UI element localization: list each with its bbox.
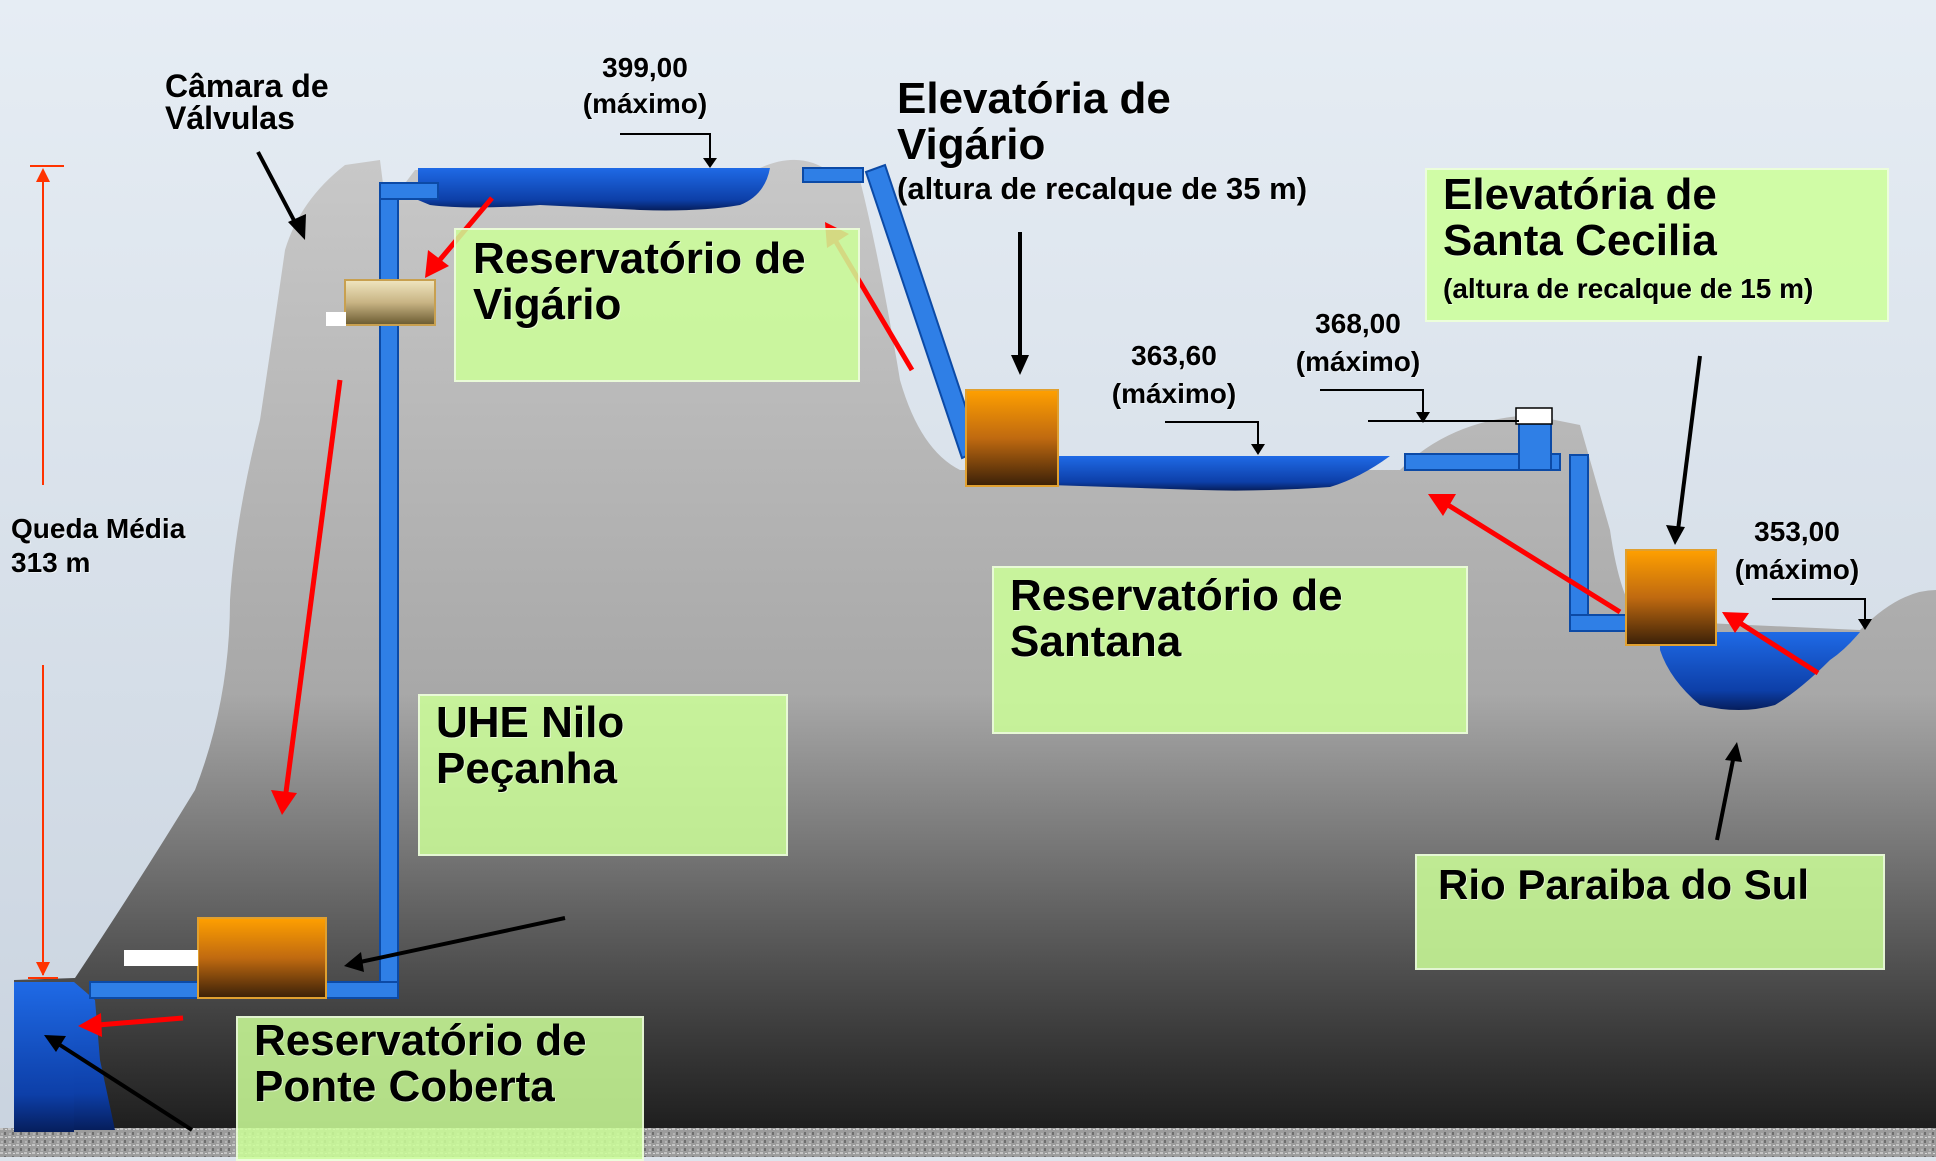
- box-reservatorio-vigario: [454, 228, 860, 382]
- queda-dimension-heads: [36, 168, 50, 976]
- label-camara-valvulas: Câmara de Válvulas: [165, 68, 329, 136]
- level-paraiba-value: 353,00: [1754, 516, 1840, 547]
- ponte-coberta-water-edge: [74, 982, 115, 1130]
- label-elevatoria-santa-cecilia-title: Elevatória de Santa Cecilia: [1443, 170, 1717, 265]
- pipe-tower: [1518, 422, 1552, 471]
- label-uhe-nilo-pecanha: UHE Nilo Peçanha: [436, 698, 625, 793]
- label-queda-value: 313 m: [11, 547, 91, 578]
- level-intermediate-value: 368,00: [1315, 308, 1401, 339]
- pipe-cecilia-vertical: [1569, 454, 1589, 628]
- label-rio-paraiba: Rio Paraiba do Sul: [1438, 861, 1810, 908]
- box-reservatorio-ponte: [236, 1016, 644, 1161]
- station-santa-cecilia: [1625, 549, 1717, 646]
- pointer-arrow-heads: [44, 214, 1742, 1052]
- pointer-arrows: [58, 151, 1735, 1132]
- box-uhe: [418, 694, 788, 856]
- level-intermediate-note: (máximo): [1295, 346, 1421, 377]
- flow-arrow-to-cecilia: [1738, 620, 1820, 676]
- level-marker-heads: [703, 158, 1872, 630]
- paraiba-river-water: [1660, 632, 1860, 710]
- label-elevatoria-vigario-sub: (altura de recalque de 35 m): [897, 171, 1308, 206]
- pipe-vigario-outlet: [802, 167, 864, 183]
- tower-cap: [1515, 407, 1553, 425]
- station-nilo-pecanha: [197, 917, 327, 999]
- ponte-coberta-water: [14, 982, 74, 1132]
- box-rio-paraiba: [1415, 854, 1885, 970]
- label-reservatorio-ponte-coberta: Reservatório de Ponte Coberta: [254, 1016, 587, 1111]
- level-marker-santana: [1165, 421, 1259, 450]
- pointer-ponte: [58, 1043, 194, 1132]
- level-santana-note: (máximo): [1111, 378, 1237, 409]
- flow-arrow-to-santana: [1446, 502, 1622, 615]
- station-nilo-stub: [124, 950, 198, 966]
- vigario-reservoir-water: [418, 168, 770, 211]
- level-marker-paraiba: [1772, 598, 1866, 625]
- level-marker-vigario: [620, 133, 711, 163]
- station-vigario: [965, 389, 1059, 487]
- level-santana-value: 363,60: [1131, 340, 1217, 371]
- level-vigario-note: (máximo): [582, 88, 708, 119]
- label-reservatorio-santana: Reservatório de Santana: [1010, 571, 1343, 666]
- santana-reservoir-water: [1050, 456, 1390, 491]
- pointer-uhe: [359, 916, 566, 964]
- label-elevatoria-santa-cecilia-sub: (altura de recalque de 15 m): [1443, 273, 1814, 304]
- pointer-santa-cecilia: [1676, 355, 1702, 531]
- pipes: [89, 163, 1631, 999]
- label-elevatoria-vigario-title: Elevatória de Vigário: [897, 74, 1171, 169]
- level-markers: [620, 133, 1866, 625]
- level-marker-intermediate: [1320, 389, 1424, 418]
- box-reservatorio-santana: [992, 566, 1468, 734]
- pointer-camara: [256, 151, 300, 229]
- box-elevatoria-santa-cecilia: [1425, 168, 1889, 322]
- pipe-top-stub: [379, 182, 439, 200]
- valve-chamber: [344, 279, 436, 326]
- queda-dimension: [28, 165, 64, 979]
- flow-arrow-down-penstock: [282, 379, 343, 801]
- level-paraiba-note: (máximo): [1734, 554, 1860, 585]
- pipe-cecilia-bottom: [1569, 614, 1631, 632]
- valve-chamber-stub: [326, 312, 346, 326]
- pointer-rio: [1715, 759, 1735, 841]
- flow-arrow-to-ponte: [97, 1015, 184, 1028]
- level-vigario-value: 399,00: [602, 52, 688, 83]
- label-queda-media: Queda Média: [11, 513, 186, 544]
- label-reservatorio-vigario: Reservatório de Vigário: [473, 234, 806, 329]
